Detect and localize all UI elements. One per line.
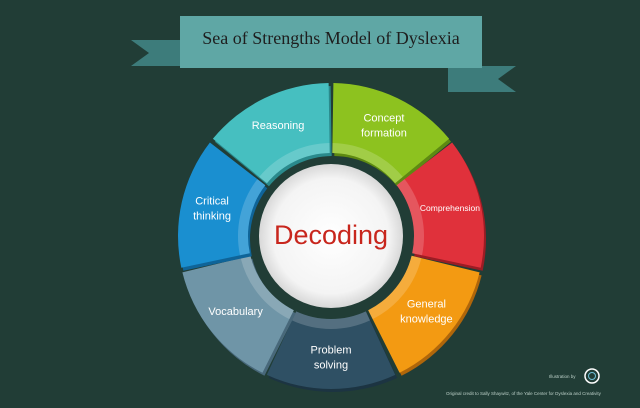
ring-segment [182, 255, 294, 373]
segment-inner-rim [368, 255, 422, 320]
illustration-credit: Illustration by [549, 374, 576, 379]
illustrator-logo-inner [588, 372, 596, 380]
segment-inner-rim [259, 143, 330, 184]
ring-segment [178, 142, 266, 268]
segment-label-line: Vocabulary [208, 306, 263, 318]
segment-label-line: thinking [193, 210, 231, 222]
ring-segment [212, 83, 330, 184]
segment-label-line: Critical [195, 195, 229, 207]
segment-label-line: Problem [311, 344, 352, 356]
banner-body [180, 16, 482, 68]
ring-segment [332, 83, 450, 184]
ring-segment [266, 311, 396, 389]
ring-segment [368, 255, 480, 373]
center-hub [259, 164, 403, 308]
segment-label-line: Concept [363, 113, 404, 125]
illustrator-logo-icon [584, 368, 600, 384]
segment-inner-rim [240, 255, 294, 320]
segment-inner-rim [332, 143, 403, 184]
segment-label: Problem solving [311, 344, 352, 371]
segment-inner-rim [238, 179, 266, 256]
ring-segment [396, 142, 484, 268]
segment-label-line: Reasoning [252, 120, 305, 132]
segment-label: Comprehension [420, 203, 480, 213]
segment-label-line: solving [314, 359, 348, 371]
segment-label-line: knowledge [400, 313, 453, 325]
segment-label: Vocabulary [208, 306, 263, 318]
segment-label-line: formation [361, 127, 407, 139]
segment-inner-rim [396, 179, 424, 256]
segment-label: Critical thinking [193, 195, 231, 222]
title-banner: Sea of Strengths Model of Dyslexia [131, 16, 516, 92]
segment-label: Reasoning [252, 120, 305, 132]
segment-label-line: General [407, 299, 446, 311]
segment-label: General knowledge [400, 299, 453, 326]
original-credit: Original credit to Sally Shaywitz, of th… [446, 391, 602, 396]
segment-label: Concept formation [361, 113, 407, 140]
banner-tail-left [131, 40, 183, 66]
segment-inner-rim [291, 311, 371, 329]
banner-tail-right [448, 66, 516, 92]
segment-label-line: Comprehension [420, 203, 480, 213]
credit-block: Illustration by Original credit to Sally… [446, 368, 602, 396]
center-label: Decoding [274, 220, 388, 250]
diagram-title: Sea of Strengths Model of Dyslexia [202, 28, 459, 48]
